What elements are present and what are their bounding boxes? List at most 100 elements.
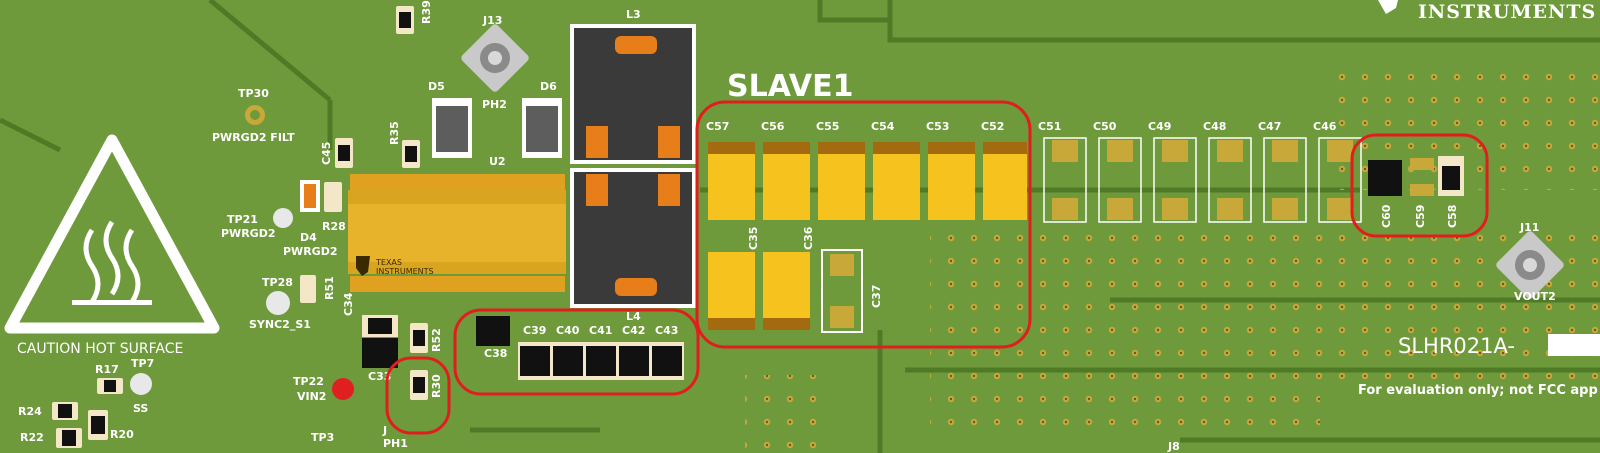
c38-capacitor xyxy=(476,316,510,346)
label-r30: R30 xyxy=(430,374,443,398)
highlight-annotations xyxy=(385,100,1489,435)
label-c49: C49 xyxy=(1148,120,1171,133)
brand-top-text: INSTRUMENTS xyxy=(1418,1,1596,23)
label-c52: C52 xyxy=(981,120,1004,133)
c33-capacitor xyxy=(362,338,398,368)
r28-resistor xyxy=(324,182,342,212)
label-pwrgd2-filt: PWRGD2 FILT xyxy=(212,131,295,144)
label-c34: C34 xyxy=(342,292,355,316)
chip-brand-line1: TEXAS xyxy=(375,258,402,267)
label-tp21: TP21 xyxy=(227,213,258,226)
label-c36: C36 xyxy=(802,226,815,250)
label-c57: C57 xyxy=(706,120,729,133)
label-c56: C56 xyxy=(761,120,785,133)
ti-logo-icon xyxy=(1378,0,1398,14)
via-field-bottom xyxy=(930,380,1320,440)
chip-brand-line2: INSTRUMENTS xyxy=(376,267,434,276)
label-vin2: VIN2 xyxy=(297,390,326,403)
label-c60: C60 xyxy=(1380,204,1393,228)
label-c55: C55 xyxy=(816,120,839,133)
label-c40: C40 xyxy=(556,324,580,337)
label-c37: C37 xyxy=(870,285,883,308)
ti-chip-logo-icon xyxy=(356,256,370,276)
tp7-testpoint xyxy=(130,373,152,395)
label-c58: C58 xyxy=(1446,205,1459,228)
c60-capacitor xyxy=(1368,160,1402,196)
label-c59: C59 xyxy=(1414,205,1427,228)
label-tp28: TP28 xyxy=(262,276,293,289)
label-c45: C45 xyxy=(320,142,333,165)
label-pwrgd2-led: PWRGD2 xyxy=(283,245,337,258)
highlight-slave1-output-caps xyxy=(695,100,1032,349)
j13-connector-icon xyxy=(461,24,529,92)
highlight-c38-c43 xyxy=(453,308,700,396)
label-tp30: TP30 xyxy=(238,87,269,100)
label-c54: C54 xyxy=(871,120,895,133)
label-c50: C50 xyxy=(1093,120,1117,133)
label-c46: C46 xyxy=(1313,120,1337,133)
label-r35: R35 xyxy=(388,121,401,145)
tp28-testpoint xyxy=(266,291,290,315)
highlight-c58-c60 xyxy=(1350,133,1489,238)
label-c33: C33 xyxy=(368,370,391,383)
label-c39: C39 xyxy=(523,324,546,337)
label-tp22: TP22 xyxy=(293,375,324,388)
label-d5: D5 xyxy=(428,80,445,93)
part-number-box xyxy=(1548,334,1600,356)
label-c53: C53 xyxy=(926,120,949,133)
label-r17: R17 xyxy=(95,363,119,376)
label-r52: R52 xyxy=(430,328,443,352)
label-ss: SS xyxy=(133,402,148,415)
output-capacitor-bank xyxy=(708,142,1027,330)
label-u2: U2 xyxy=(489,155,506,168)
label-vout2: VOUT2 xyxy=(1514,290,1556,303)
label-c35: C35 xyxy=(747,227,760,250)
j11-connector-icon xyxy=(1496,231,1564,299)
label-r20: R20 xyxy=(110,428,134,441)
label-r28: R28 xyxy=(322,220,346,233)
label-r22: R22 xyxy=(20,431,44,444)
tp22-testpoint xyxy=(332,378,354,400)
c59-pads xyxy=(1410,158,1434,170)
label-c48: C48 xyxy=(1203,120,1226,133)
u2-ic-pins xyxy=(350,174,565,292)
label-r51: R51 xyxy=(323,276,336,300)
label-l4: L4 xyxy=(626,310,641,323)
label-j-ph1: J xyxy=(382,424,387,437)
c39-c43-capacitors xyxy=(518,342,684,380)
label-d4: D4 xyxy=(300,231,317,244)
label-j11: J11 xyxy=(1519,221,1539,234)
label-j13: J13 xyxy=(482,14,502,27)
label-l3: L3 xyxy=(626,8,641,21)
warning-text: CAUTION HOT SURFACE xyxy=(17,341,183,357)
via-field-center xyxy=(930,230,1600,380)
label-ph1: PH1 xyxy=(383,437,408,450)
label-tp3: TP3 xyxy=(311,431,334,444)
label-ph2: PH2 xyxy=(482,98,507,111)
label-r24: R24 xyxy=(18,405,42,418)
label-r39: R39 xyxy=(420,0,433,24)
hot-surface-warning-icon xyxy=(4,134,220,334)
label-c43: C43 xyxy=(655,324,678,337)
label-c38: C38 xyxy=(484,347,507,360)
label-tp7: TP7 xyxy=(131,357,154,370)
via-field-bottom-mid xyxy=(745,375,820,453)
label-sync2: SYNC2_S1 xyxy=(249,318,311,331)
label-c41: C41 xyxy=(589,324,612,337)
tp21-testpoint xyxy=(273,208,293,228)
unpopulated-pad-fills xyxy=(1052,140,1353,220)
label-d6: D6 xyxy=(540,80,557,93)
label-j8: J8 xyxy=(1167,440,1180,453)
slave1-title: SLAVE1 xyxy=(727,69,854,104)
label-c47: C47 xyxy=(1258,120,1281,133)
label-pwrgd2-tp: PWRGD2 xyxy=(221,227,275,240)
r51-resistor xyxy=(300,275,316,303)
highlight-r30 xyxy=(385,356,451,435)
evaluation-notice: For evaluation only; not FCC app xyxy=(1358,383,1598,398)
label-c51: C51 xyxy=(1038,120,1061,133)
unpopulated-capacitor-pads xyxy=(1043,137,1362,223)
part-number: SLHR021A- xyxy=(1398,334,1515,358)
label-c42: C42 xyxy=(622,324,645,337)
c37-footprint xyxy=(821,249,863,333)
